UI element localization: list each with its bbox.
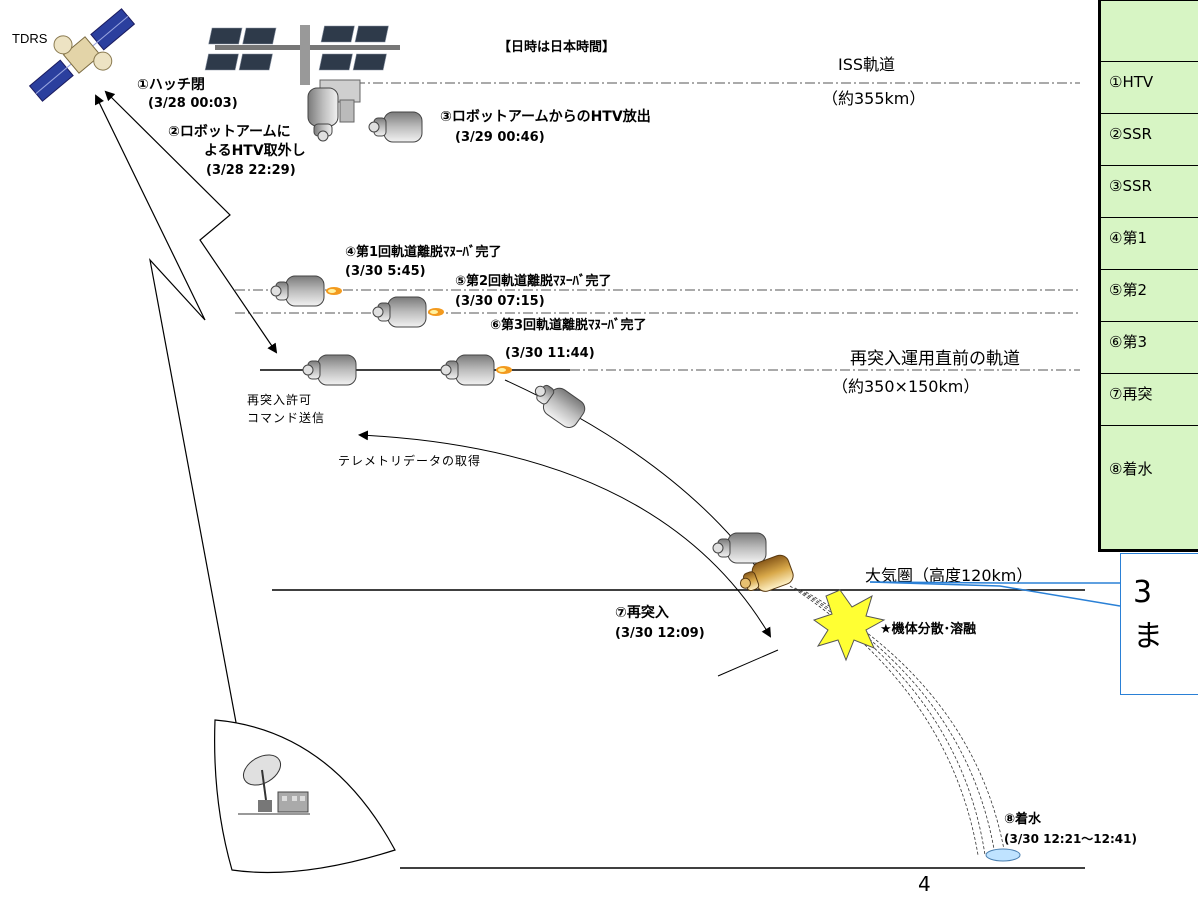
event-2-time: (3/28 22:29)	[206, 163, 296, 178]
splashdown-icon	[985, 848, 1021, 862]
table-row: ⑥第3	[1101, 321, 1198, 362]
atmosphere-label: 大気圏（高度120km）	[865, 566, 1033, 585]
event-8-label: ⑧着水	[1004, 812, 1042, 827]
event-2-label-line1: ②ロボットアームに	[168, 124, 291, 140]
command-label-line1: 再突入許可	[247, 393, 313, 407]
event-4-label: ④第1回軌道離脱ﾏﾇｰﾊﾞ完了	[345, 245, 502, 260]
event-7-label: ⑦再突入	[615, 605, 669, 621]
callout-box: 3 ま	[1120, 553, 1198, 695]
breakup-label: ★機体分散･溶融	[880, 622, 977, 637]
table-row: ⑤第2	[1101, 269, 1198, 310]
event-3-time: (3/29 00:46)	[455, 130, 545, 145]
reentry-orbit-altitude: （約350×150km）	[832, 377, 980, 396]
event-table: ①HTV ②SSR ③SSR ④第1 ⑤第2 ⑥第3 ⑦再突 ⑧着水	[1098, 0, 1198, 552]
table-row: ②SSR	[1101, 113, 1198, 154]
event-5-label: ⑤第2回軌道離脱ﾏﾇｰﾊﾞ完了	[455, 274, 612, 289]
table-row: ①HTV	[1101, 61, 1198, 102]
event-7-time: (3/30 12:09)	[615, 626, 705, 641]
event-1-time: (3/28 00:03)	[148, 96, 238, 111]
iss-orbit-label: ISS軌道	[838, 55, 896, 74]
telemetry-arrow	[358, 430, 772, 638]
event-3-label: ③ロボットアームからのHTV放出	[440, 109, 651, 125]
reentry-orbit-label: 再突入運用直前の軌道	[850, 349, 1020, 369]
event-5-time: (3/30 07:15)	[455, 294, 545, 309]
iss-orbit-altitude: （約355km）	[822, 89, 926, 108]
table-row: ⑦再突	[1101, 373, 1198, 414]
time-zone-note: 【日時は日本時間】	[498, 40, 616, 55]
tdrs-label: TDRS	[12, 31, 48, 46]
event-6-time: (3/30 11:44)	[505, 346, 595, 361]
page-number: 4	[918, 872, 931, 896]
tdrs-command-link	[104, 90, 278, 354]
callout-line1: 3	[1133, 575, 1153, 610]
tdrs-satellite-icon	[28, 8, 136, 102]
telemetry-label: テレメトリデータの取得	[338, 454, 482, 468]
breakup-burst-icon	[812, 589, 886, 662]
event-4-time: (3/30 5:45)	[345, 264, 426, 279]
callout-line2: ま	[1133, 619, 1163, 654]
table-row: ⑧着水	[1101, 425, 1198, 512]
event-1-label: ①ハッチ閉	[137, 77, 205, 93]
event-2-label-line2: よるHTV取外し	[204, 143, 306, 159]
table-row: ③SSR	[1101, 165, 1198, 206]
command-label-line2: コマンド送信	[247, 411, 326, 425]
event-6-label: ⑥第3回軌道離脱ﾏﾇｰﾊﾞ完了	[490, 318, 647, 333]
event-8-time: (3/30 12:21〜12:41)	[1004, 832, 1137, 846]
table-row: ④第1	[1101, 217, 1198, 258]
ground-antenna-icon	[238, 754, 310, 815]
